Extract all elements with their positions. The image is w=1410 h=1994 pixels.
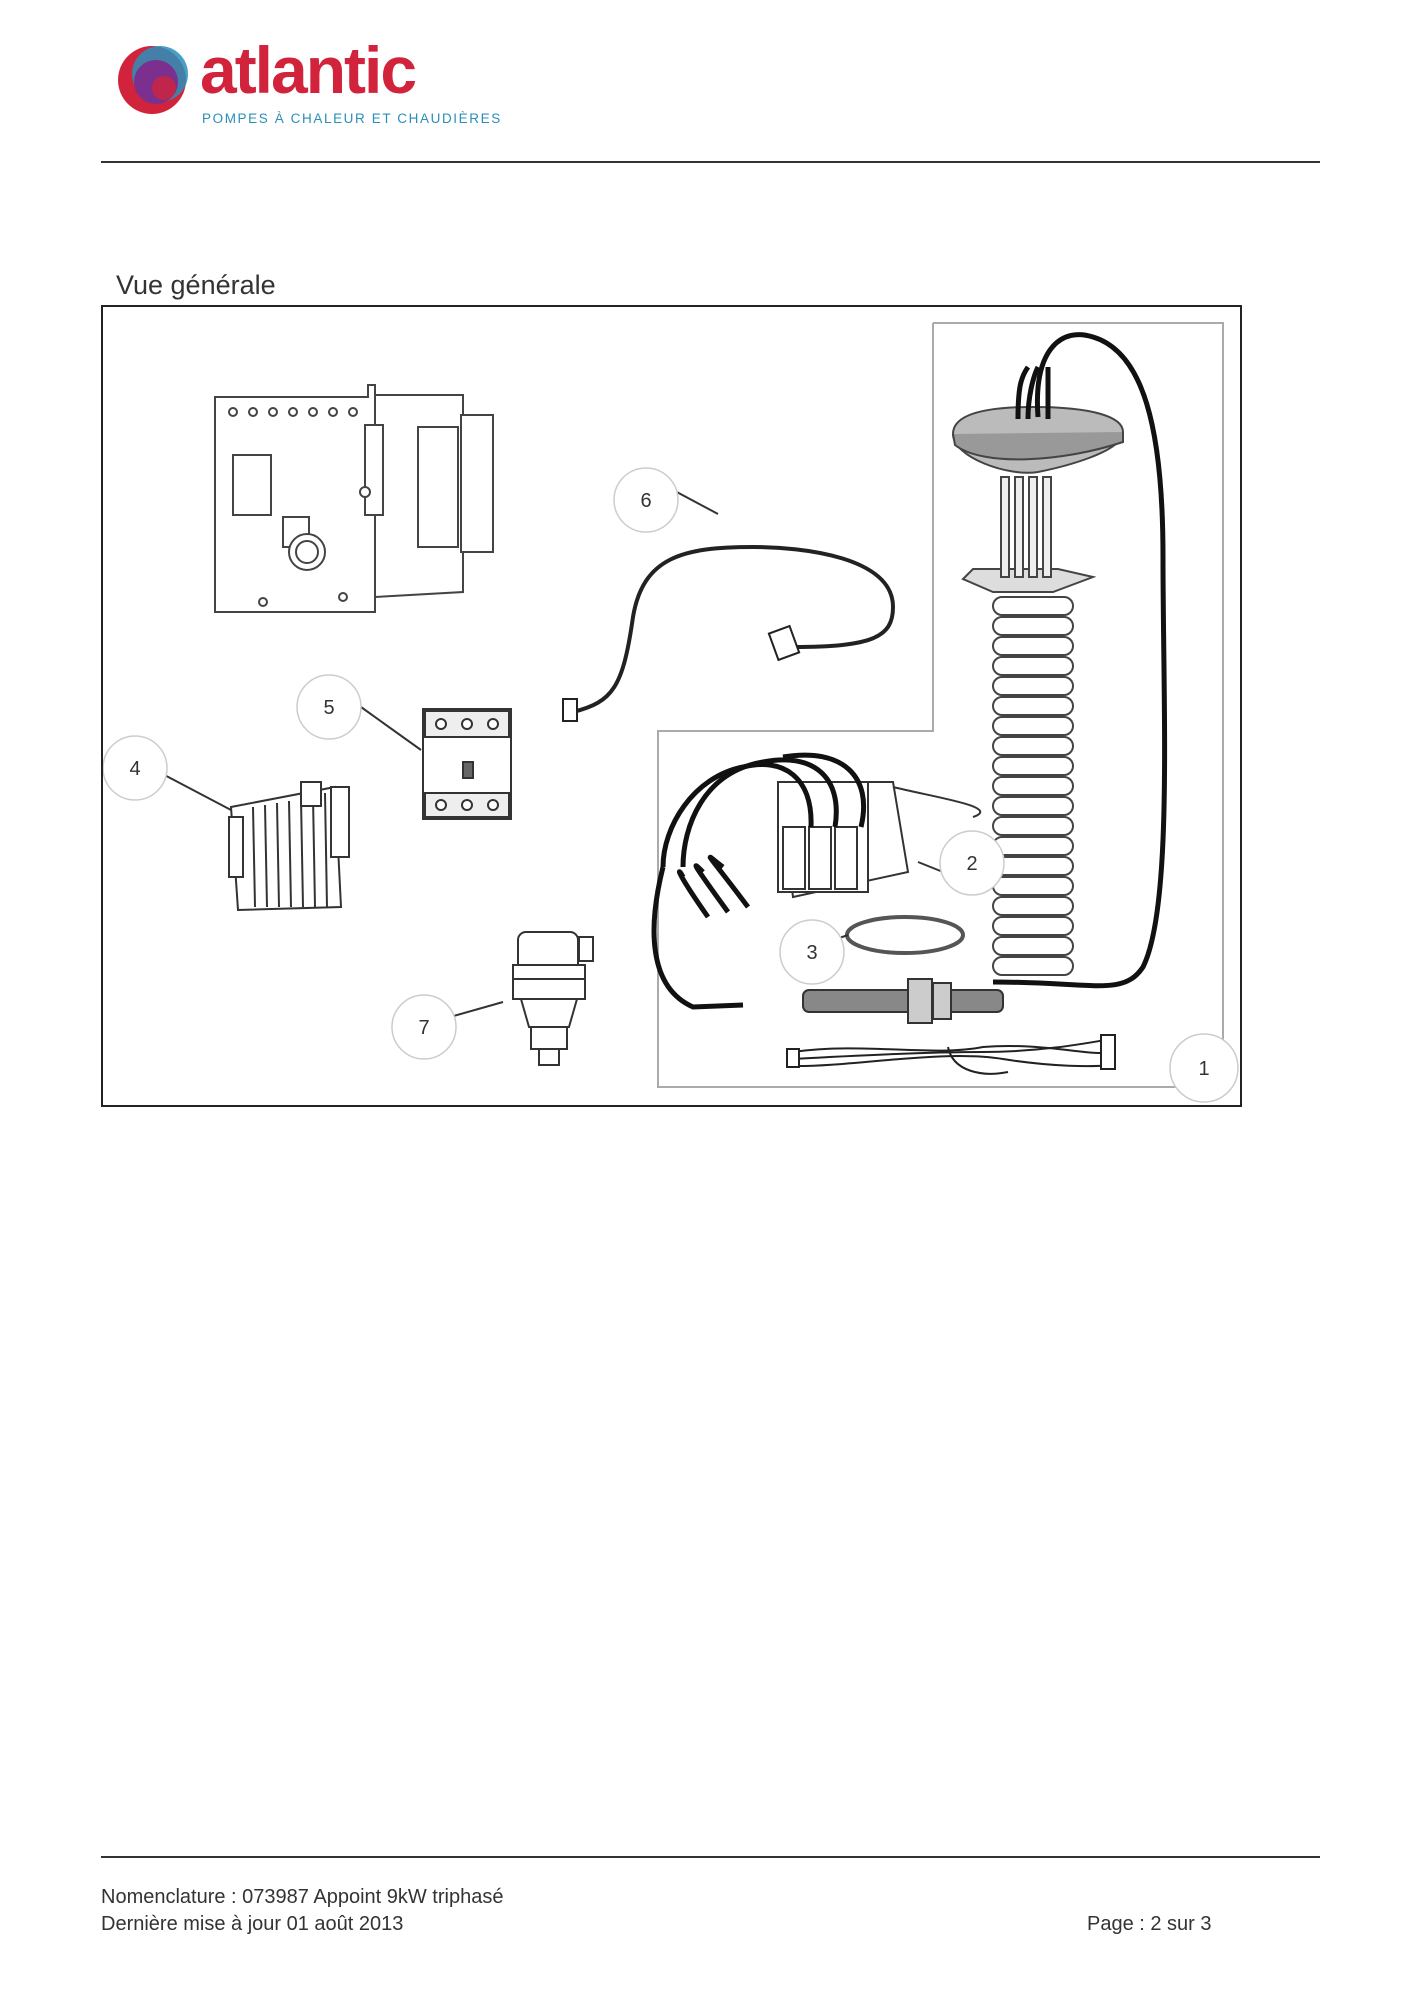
exploded-view-drawing: 6 5 4 7 3 2 1 xyxy=(103,322,1239,1103)
o-ring-3-icon xyxy=(845,915,965,955)
connector-b-icon xyxy=(767,624,801,662)
callout-1: 1 xyxy=(1169,1033,1239,1103)
logo-tagline: POMPES À CHALEUR ET CHAUDIÈRES xyxy=(202,111,502,126)
callout-4: 4 xyxy=(103,735,232,811)
footer-nomenclature: Nomenclature : 073987 Appoint 9kW tripha… xyxy=(101,1886,504,1908)
svg-text:4: 4 xyxy=(129,758,140,780)
atlantic-logo-mark-icon xyxy=(118,46,188,114)
footer-last-update: Dernière mise à jour 01 août 2013 xyxy=(101,1913,404,1935)
svg-text:5: 5 xyxy=(323,697,334,719)
callout-5: 5 xyxy=(296,674,422,751)
cable-gland-icon xyxy=(802,978,1004,1024)
svg-text:3: 3 xyxy=(806,942,817,964)
mounting-plate-icon xyxy=(214,384,494,613)
kit-outline xyxy=(657,322,1224,1088)
callout-6: 6 xyxy=(613,467,719,533)
footer-rule xyxy=(101,1856,1320,1858)
relay-wiring-icon xyxy=(651,752,867,1010)
header-rule xyxy=(101,161,1320,163)
pressure-switch-7-icon xyxy=(512,931,594,1066)
section-title: Vue générale xyxy=(116,270,276,300)
logo-wordmark: atlantic xyxy=(200,33,417,107)
cable-6-icon xyxy=(572,544,896,714)
exploded-view-figure: 6 5 4 7 3 2 1 xyxy=(101,305,1242,1107)
terminal-block-4-icon xyxy=(228,781,350,912)
svg-text:7: 7 xyxy=(418,1017,429,1039)
callout-7: 7 xyxy=(391,994,504,1060)
heating-element-cable-icon xyxy=(992,332,1168,989)
connector-a-icon xyxy=(562,698,578,722)
callout-3: 3 xyxy=(779,919,849,985)
svg-text:2: 2 xyxy=(966,853,977,875)
svg-text:6: 6 xyxy=(640,490,651,512)
atlantic-logo: atlantic POMPES À CHALEUR ET CHAUDIÈRES xyxy=(112,33,500,131)
loose-wires-icon xyxy=(786,1034,1116,1075)
svg-text:1: 1 xyxy=(1198,1058,1209,1080)
page-number: Page : 2 sur 3 xyxy=(1087,1913,1212,1935)
heating-element-1-icon xyxy=(951,405,1125,976)
contactor-5-icon xyxy=(422,708,512,820)
callout-2: 2 xyxy=(917,830,1005,896)
